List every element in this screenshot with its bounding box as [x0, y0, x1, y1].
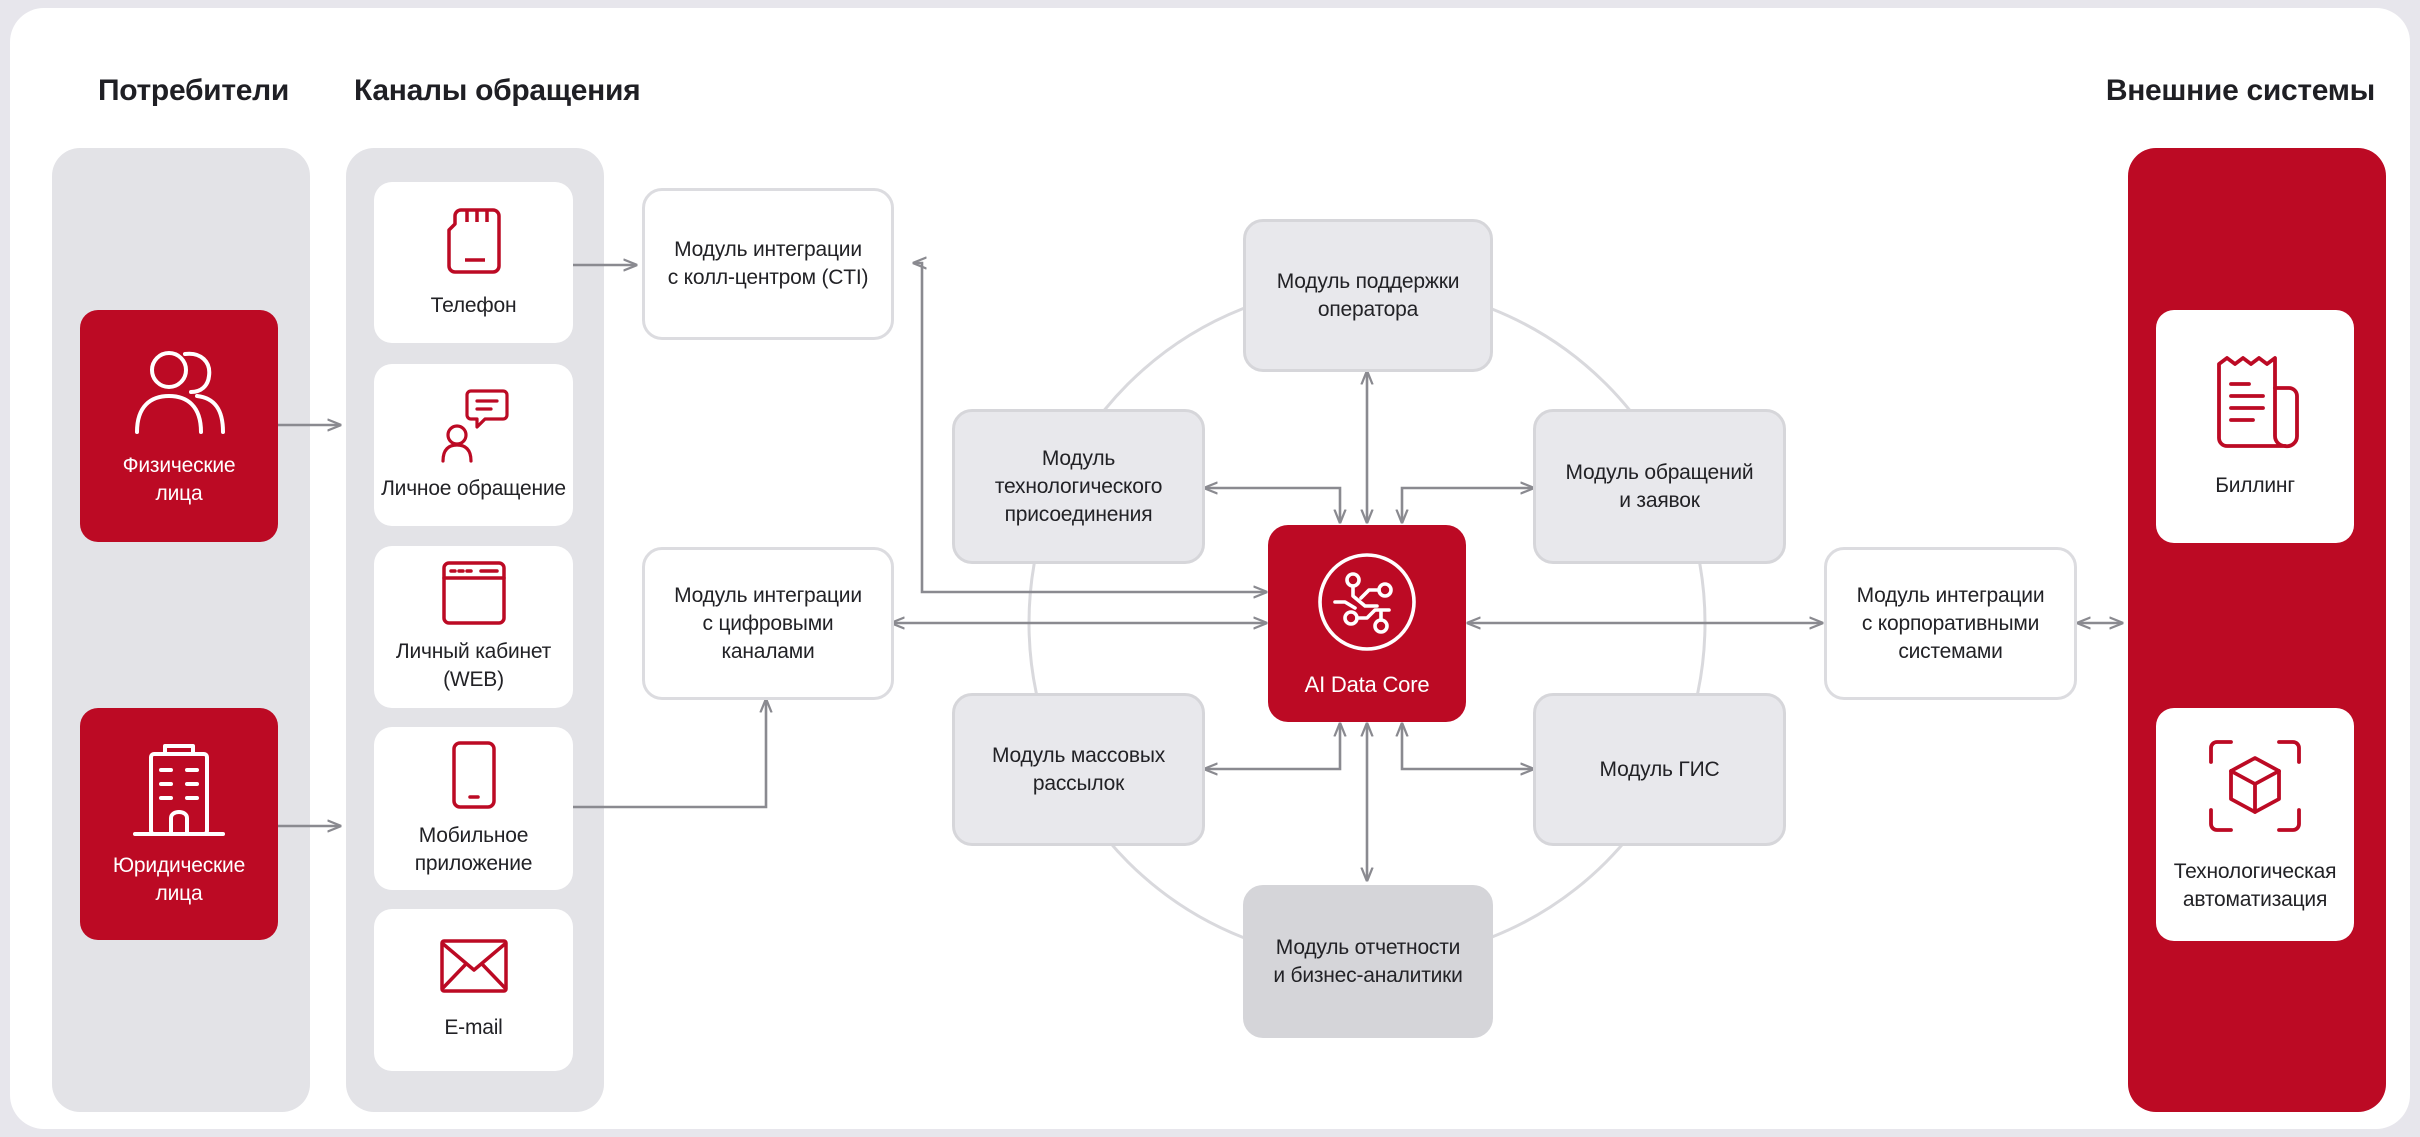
consumer-individuals-line1: Физические — [122, 454, 236, 477]
external-tech-automation-card[interactable]: Технологическая автоматизация — [2156, 708, 2354, 941]
module-corporate-line1: Модуль интеграции — [1856, 583, 2045, 607]
module-requests[interactable]: Модуль обращений и заявок — [1533, 409, 1786, 564]
diagram-canvas: Потребители Каналы обращения Внешние сис… — [10, 8, 2410, 1129]
external-systems-heading: Внешние системы — [2105, 74, 2375, 107]
consumer-individuals-label: Физические лица — [123, 452, 236, 508]
external-billing-label: Биллинг — [2215, 473, 2295, 497]
module-reporting-line1: Модуль отчетности — [1275, 935, 1461, 959]
module-requests-line2: и заявок — [1619, 488, 1700, 512]
sim-card-icon — [446, 207, 501, 274]
module-reporting-analytics[interactable]: Модуль отчетности и бизнес-аналитики — [1243, 885, 1493, 1038]
external-billing-card[interactable]: Биллинг — [2156, 310, 2354, 543]
connector-cti-to-core — [914, 263, 1266, 592]
module-cti-line1: Модуль интеграции — [674, 238, 862, 261]
consumers-heading: Потребители — [98, 74, 289, 107]
channels-heading: Каналы обращения — [354, 74, 641, 107]
smartphone-icon — [451, 740, 496, 809]
ai-data-core[interactable]: AI Data Core — [1268, 525, 1466, 722]
connector-requests-to-core — [1402, 488, 1533, 522]
module-mass-mailing[interactable]: Модуль массовых рассылок — [952, 693, 1205, 846]
module-digital-line3: каналами — [721, 639, 815, 663]
connector-gis-to-core — [1402, 724, 1533, 769]
connector-mailing-to-core — [1205, 724, 1340, 769]
connectors-layer — [278, 8, 2410, 963]
module-mailing-line2: рассылок — [1032, 771, 1125, 795]
module-requests-line1: Модуль обращений — [1565, 460, 1754, 484]
module-mailing-line1: Модуль массовых — [991, 743, 1166, 767]
receipt-icon — [2217, 355, 2299, 448]
module-cti-integration[interactable]: Модуль интеграции с колл-центром (CTI) — [642, 188, 894, 340]
module-gis[interactable]: Модуль ГИС — [1533, 693, 1786, 846]
external-systems-panel — [2128, 148, 2386, 1112]
channel-web-label: Личный кабинет (WEB) — [396, 638, 551, 694]
module-operator-line2: оператора — [1317, 297, 1419, 321]
consumer-individuals-card[interactable]: Физические лица — [80, 310, 278, 542]
box-scan-icon — [2209, 739, 2301, 832]
external-tech-line1: Технологическая — [2173, 859, 2337, 883]
users-icon — [135, 351, 225, 434]
channel-mobile-line1: Мобильное — [418, 823, 529, 847]
module-corporate-integration[interactable]: Модуль интеграции с корпоративными систе… — [1824, 547, 2077, 700]
consumer-legal-entities-label: Юридические лица — [113, 852, 245, 908]
person-chat-icon — [440, 389, 509, 463]
consumer-legal-line2: лица — [155, 882, 203, 905]
module-digital-line2: с цифровыми — [702, 611, 834, 635]
module-reporting-line2: и бизнес-аналитики — [1273, 963, 1463, 987]
channel-phone-card[interactable]: Телефон — [374, 182, 573, 343]
external-tech-line2: автоматизация — [2182, 887, 2328, 911]
channel-mobile-label: Мобильное приложение — [414, 822, 533, 878]
consumer-individuals-line2: лица — [155, 482, 203, 505]
channel-web-line2: (WEB) — [443, 668, 504, 691]
browser-window-icon — [441, 561, 506, 625]
core-label: AI Data Core — [1304, 671, 1430, 697]
module-operator-line1: Модуль поддержки — [1276, 269, 1460, 293]
channel-email-card[interactable]: E-mail — [374, 909, 573, 1071]
module-operator-support[interactable]: Модуль поддержки оператора — [1243, 219, 1493, 372]
channel-mobile-app-card[interactable]: Мобильное приложение — [374, 727, 573, 890]
module-tech-line1: Модуль — [1041, 446, 1116, 470]
connector-mobile-to-digital — [573, 700, 766, 809]
module-digital-line1: Модуль интеграции — [674, 583, 862, 607]
module-tech-connection[interactable]: Модуль технологического присоединения — [952, 409, 1205, 564]
connector-tech-to-core — [1205, 488, 1340, 522]
envelope-icon — [439, 939, 508, 993]
consumer-legal-line1: Юридические — [112, 854, 246, 877]
consumer-legal-entities-card[interactable]: Юридические лица — [80, 708, 278, 940]
circuit-icon — [1318, 552, 1416, 651]
channel-web-card[interactable]: Личный кабинет (WEB) — [374, 546, 573, 708]
module-tech-line3: присоединения — [1004, 502, 1153, 526]
external-tech-automation-label: Технологическая автоматизация — [2174, 858, 2337, 914]
module-gis-line1: Модуль ГИС — [1599, 757, 1720, 781]
module-tech-line2: технологического — [994, 474, 1163, 498]
channel-mobile-line2: приложение — [414, 851, 533, 875]
module-digital-channels-integration[interactable]: Модуль интеграции с цифровыми каналами — [642, 547, 894, 700]
module-corporate-line2: с корпоративными — [1861, 611, 2040, 635]
channel-in-person-label: Личное обращение — [381, 477, 566, 500]
module-corporate-line3: системами — [1898, 639, 2003, 663]
consumers-panel — [52, 148, 310, 1112]
channel-in-person-card[interactable]: Личное обращение — [374, 364, 573, 526]
channel-web-line1: Личный кабинет — [395, 640, 552, 663]
channel-phone-label: Телефон — [430, 293, 517, 317]
channel-email-label: E-mail — [444, 1016, 503, 1039]
module-cti-line2: с колл-центром (CTI) — [667, 266, 869, 289]
office-building-icon — [133, 744, 225, 836]
